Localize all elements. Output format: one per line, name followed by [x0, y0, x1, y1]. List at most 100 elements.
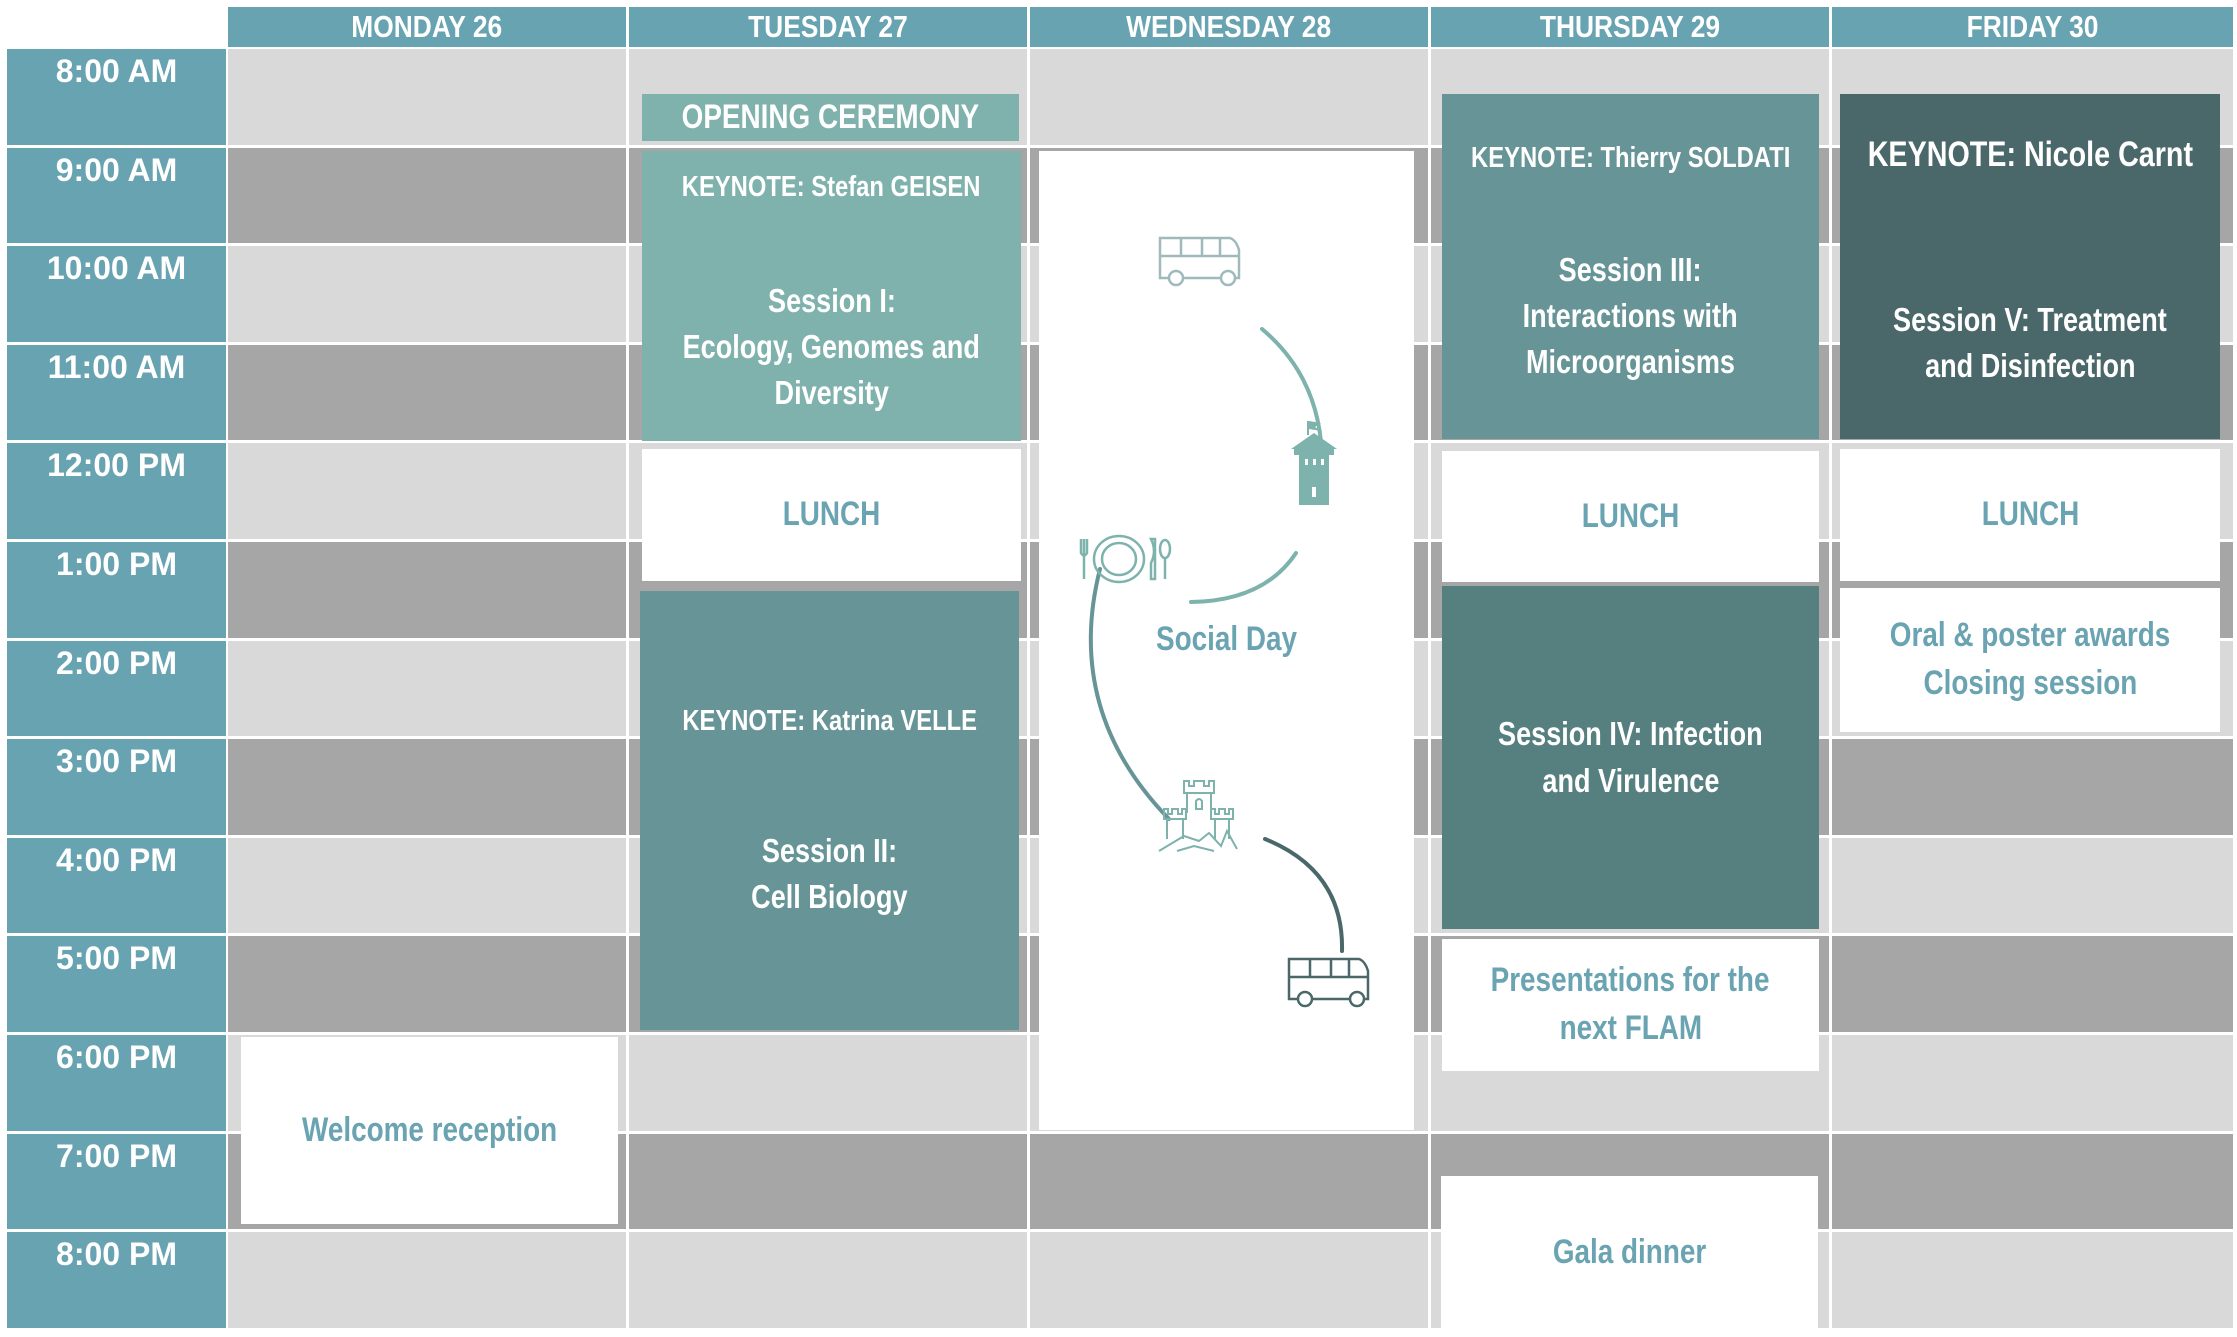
- time-slot[interactable]: [629, 1035, 1027, 1131]
- bus-icon: [1287, 957, 1370, 1008]
- time-slot[interactable]: [228, 1232, 626, 1328]
- time-slot[interactable]: [228, 936, 626, 1032]
- time-slot[interactable]: [1030, 1133, 1428, 1230]
- day-header-wednesday: WEDNESDAY 28: [1030, 7, 1428, 47]
- time-label-text: 11:00 AM: [47, 348, 186, 385]
- keynote-speaker: KEYNOTE: Katrina VELLE: [682, 705, 977, 738]
- event-session-2[interactable]: KEYNOTE: Katrina VELLE Session II: Cell …: [640, 591, 1019, 1030]
- event-session-1[interactable]: KEYNOTE: Stefan GEISEN Session I: Ecolog…: [642, 151, 1021, 441]
- session-title: Diversity: [774, 373, 889, 411]
- session-title: Session III:: [1559, 250, 1702, 288]
- time-label: 2:00 PM: [7, 640, 226, 737]
- time-slot[interactable]: [629, 1232, 1027, 1328]
- keynote-speaker: KEYNOTE: Thierry SOLDATI: [1470, 142, 1791, 174]
- route-line: [1088, 567, 1171, 821]
- time-label-text: 5:00 PM: [56, 940, 177, 977]
- day-header-label: TUESDAY 27: [748, 9, 908, 44]
- time-slot[interactable]: [1030, 49, 1428, 145]
- time-slot[interactable]: [1832, 1035, 2233, 1131]
- event-title: Social Day: [1155, 620, 1298, 658]
- event-social-day[interactable]: Social Day: [1039, 151, 1414, 1130]
- time-label: 8:00 PM: [7, 1232, 226, 1328]
- time-label-text: 7:00 PM: [56, 1137, 177, 1174]
- time-slot[interactable]: [228, 837, 626, 934]
- time-slot[interactable]: [1832, 837, 2233, 934]
- time-slot[interactable]: [1030, 1232, 1428, 1328]
- event-gala-dinner[interactable]: Gala dinner: [1441, 1176, 1818, 1330]
- time-slot[interactable]: [228, 246, 626, 342]
- event-title: Closing session: [1923, 664, 2137, 702]
- day-header-label: WEDNESDAY 28: [1126, 9, 1332, 44]
- day-header-label: MONDAY 26: [351, 9, 503, 44]
- event-title: LUNCH: [782, 495, 881, 534]
- session-title: Cell Biology: [751, 877, 908, 915]
- time-slot[interactable]: [228, 147, 626, 244]
- event-presentations-next-flam[interactable]: Presentations for the next FLAM: [1442, 939, 1819, 1071]
- event-opening-ceremony[interactable]: OPENING CEREMONY: [642, 94, 1019, 141]
- day-header-thursday: THURSDAY 29: [1431, 7, 1829, 47]
- castle-icon: [1158, 780, 1238, 852]
- session-title: Microorganisms: [1525, 342, 1736, 380]
- session-title: and Virulence: [1542, 761, 1719, 799]
- event-title: Welcome reception: [301, 1110, 558, 1149]
- day-header-monday: MONDAY 26: [228, 7, 626, 47]
- time-label: 11:00 AM: [7, 344, 226, 441]
- event-title: LUNCH: [1581, 496, 1680, 535]
- time-slot[interactable]: [1832, 1232, 2233, 1328]
- session-title: Interactions with: [1522, 296, 1738, 334]
- event-session-3[interactable]: KEYNOTE: Thierry SOLDATI Session III: In…: [1442, 94, 1819, 439]
- time-slot[interactable]: [1832, 1133, 2233, 1230]
- event-welcome-reception[interactable]: Welcome reception: [241, 1037, 618, 1224]
- keynote-speaker: KEYNOTE: Nicole Carnt: [1867, 135, 2193, 174]
- time-label: 7:00 PM: [7, 1133, 226, 1230]
- time-slot[interactable]: [228, 344, 626, 441]
- event-title: Gala dinner: [1552, 1233, 1707, 1272]
- day-header-label: THURSDAY 29: [1539, 9, 1721, 44]
- event-closing-session[interactable]: Oral & poster awards Closing session: [1840, 588, 2220, 732]
- day-header-friday: FRIDAY 30: [1832, 7, 2233, 47]
- time-label: 3:00 PM: [7, 739, 226, 835]
- event-session-5[interactable]: KEYNOTE: Nicole Carnt Session V: Treatme…: [1840, 94, 2220, 439]
- route-line: [1189, 551, 1298, 604]
- time-slot[interactable]: [629, 1133, 1027, 1230]
- time-label: 9:00 AM: [7, 147, 226, 244]
- time-label: 5:00 PM: [7, 936, 226, 1032]
- time-slot[interactable]: [228, 739, 626, 835]
- session-title: Session I:: [767, 281, 896, 319]
- time-slot[interactable]: [1832, 739, 2233, 835]
- session-title: Ecology, Genomes and: [682, 327, 981, 365]
- event-title: Presentations for the: [1491, 961, 1770, 1000]
- time-label: 8:00 AM: [7, 49, 226, 145]
- event-lunch-thursday[interactable]: LUNCH: [1442, 451, 1819, 582]
- social-day-route: [1079, 236, 1370, 1008]
- keynote-speaker: KEYNOTE: Stefan GEISEN: [682, 171, 981, 203]
- event-lunch-friday[interactable]: LUNCH: [1840, 449, 2220, 581]
- event-title: OPENING CEREMONY: [681, 97, 980, 136]
- time-label-text: 8:00 PM: [56, 1236, 177, 1273]
- time-slot[interactable]: [1832, 936, 2233, 1032]
- time-slot[interactable]: [228, 49, 626, 145]
- time-label: 1:00 PM: [7, 542, 226, 638]
- time-label-text: 3:00 PM: [56, 743, 177, 780]
- time-label: 6:00 PM: [7, 1035, 226, 1131]
- event-lunch-tuesday[interactable]: LUNCH: [642, 449, 1021, 581]
- time-label: 10:00 AM: [7, 246, 226, 342]
- time-label-text: 4:00 PM: [56, 841, 177, 878]
- session-title: Session V: Treatment: [1893, 301, 2167, 338]
- time-label: 4:00 PM: [7, 837, 226, 934]
- time-slot[interactable]: [228, 640, 626, 737]
- time-slot[interactable]: [228, 542, 626, 638]
- tower-icon: [1291, 421, 1337, 505]
- event-session-4[interactable]: Session IV: Infection and Virulence: [1442, 586, 1819, 929]
- session-title: Session IV: Infection: [1498, 715, 1763, 753]
- day-header-label: FRIDAY 30: [1966, 9, 2099, 44]
- time-label-text: 6:00 PM: [56, 1039, 177, 1075]
- session-title: and Disinfection: [1924, 347, 2136, 385]
- dining-icon: [1079, 534, 1172, 584]
- time-slot[interactable]: [228, 443, 626, 539]
- event-title: next FLAM: [1559, 1009, 1702, 1047]
- bus-icon: [1158, 236, 1241, 287]
- event-title: LUNCH: [1981, 495, 2079, 534]
- session-title: Session II:: [761, 831, 898, 869]
- time-label-text: 8:00 AM: [55, 53, 178, 89]
